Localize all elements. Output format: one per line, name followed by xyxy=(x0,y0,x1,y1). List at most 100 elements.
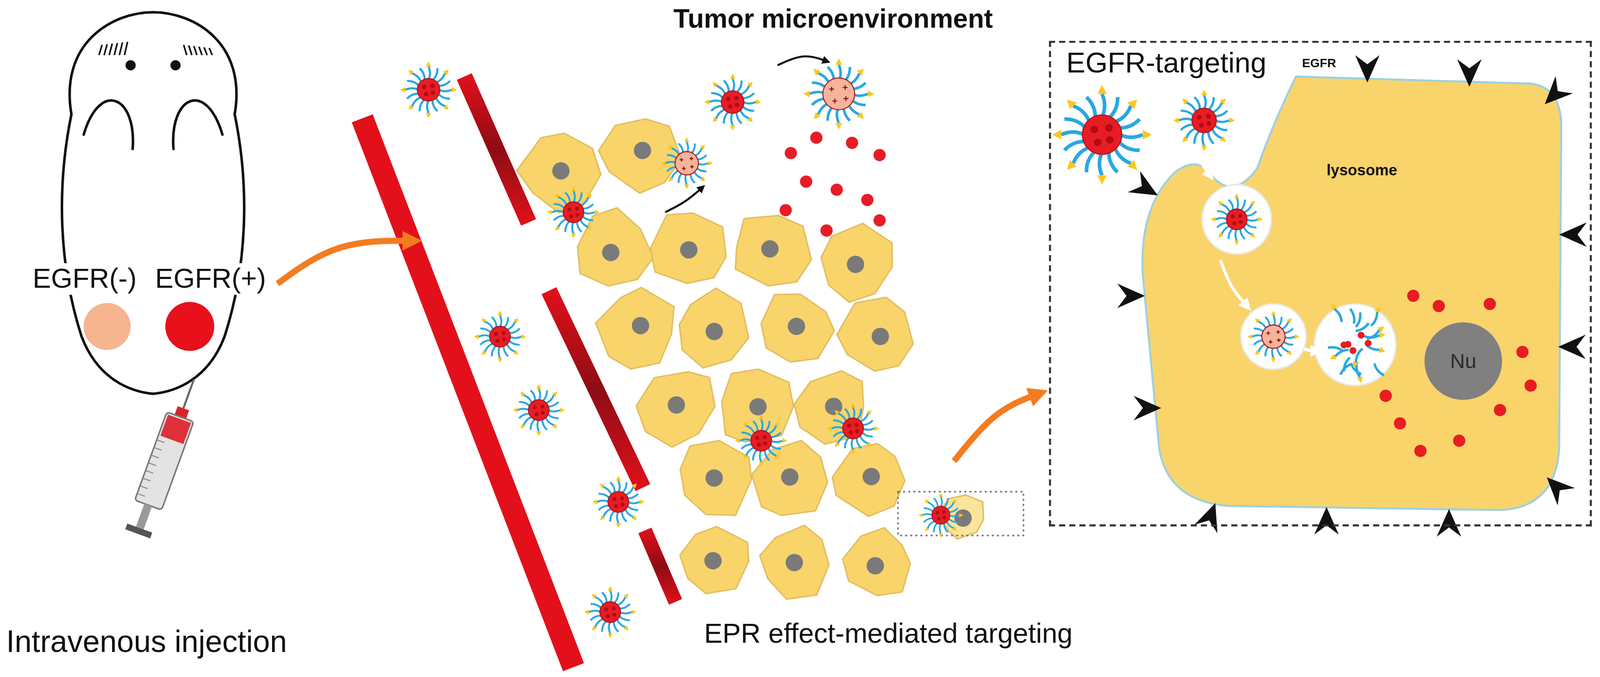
peg-chain xyxy=(613,592,619,604)
peg-chain xyxy=(923,508,934,513)
targeting-ligand xyxy=(1219,98,1227,105)
drug-dot xyxy=(762,435,767,440)
targeting-ligand xyxy=(570,186,576,192)
peg-chain xyxy=(927,521,936,529)
targeting-ligand xyxy=(866,409,872,416)
drug-dot xyxy=(1493,404,1506,417)
syringe-scale xyxy=(140,486,148,489)
tumor-cell xyxy=(842,527,911,596)
peg-chain xyxy=(1334,308,1342,323)
peg-chain xyxy=(558,218,567,228)
mouse-outline xyxy=(83,100,133,149)
charge-mark xyxy=(690,164,694,169)
drug-dot xyxy=(937,517,941,521)
drug-dot xyxy=(1453,434,1466,447)
particle-core xyxy=(721,90,744,114)
targeting-ligand xyxy=(497,310,503,316)
targeting-ligand xyxy=(551,391,558,398)
peg-chain xyxy=(1214,110,1228,117)
drug-dot xyxy=(935,511,940,515)
peg-chain xyxy=(861,420,873,425)
tumor-cell xyxy=(516,133,601,213)
cell-nucleus xyxy=(954,509,972,527)
targeting-ligand xyxy=(813,112,821,120)
targeting-ligand xyxy=(952,499,957,504)
targeting-ligand xyxy=(631,515,638,521)
orange-arrow xyxy=(277,240,413,284)
peg-chain xyxy=(933,522,938,533)
targeting-ligand xyxy=(1270,310,1276,316)
peg-chain xyxy=(1228,199,1234,211)
tumor-cell xyxy=(679,526,749,595)
targeting-ligand xyxy=(1097,175,1107,185)
peg-chain xyxy=(608,621,610,634)
targeting-ligand xyxy=(570,233,576,239)
targeting-ligand xyxy=(536,431,541,437)
peg-chain xyxy=(711,105,723,111)
targeting-ligand xyxy=(1127,99,1138,110)
blood-vessel xyxy=(351,73,683,672)
targeting-ligand xyxy=(513,318,519,324)
targeting-ligand xyxy=(595,209,600,215)
targeting-ligand xyxy=(408,104,415,110)
peg-chain xyxy=(438,93,450,99)
targeting-ligand xyxy=(850,449,856,455)
peg-chain xyxy=(723,111,729,124)
peg-chain xyxy=(624,508,634,518)
cell-nucleus xyxy=(824,397,842,415)
peg-chain xyxy=(1208,130,1214,144)
receptor-label: EGFR xyxy=(1302,57,1336,72)
cell-nucleus xyxy=(862,468,880,486)
tumor-cell xyxy=(735,215,812,287)
targeting-ligand xyxy=(408,69,415,76)
peg-chain xyxy=(736,80,742,93)
tumor-label: EGFR(+) xyxy=(152,263,269,295)
peg-chain xyxy=(439,89,453,91)
particle-core xyxy=(1226,209,1248,230)
targeting-ligand xyxy=(742,422,748,428)
peg-chain xyxy=(746,425,755,435)
peg-chain xyxy=(1202,131,1205,146)
targeting-ligand xyxy=(425,112,432,119)
targeting-ligand xyxy=(1182,98,1189,105)
peg-chain xyxy=(838,413,847,422)
peg-chain xyxy=(1061,132,1085,135)
mouse-outline xyxy=(152,114,244,394)
mouse-eyebrow xyxy=(188,45,193,56)
targeting-ligand xyxy=(735,438,741,444)
nanoparticle xyxy=(1052,84,1152,185)
peg-chain xyxy=(627,501,640,504)
peg-chain xyxy=(602,620,607,632)
drug-dot xyxy=(540,404,545,409)
drug-dot xyxy=(493,332,498,337)
nanoparticle xyxy=(704,73,762,131)
tumor-cell xyxy=(679,288,749,368)
tumor-cell xyxy=(821,223,893,302)
peg-chain xyxy=(1245,211,1257,216)
peg-chain xyxy=(610,482,615,494)
drug-dot xyxy=(612,613,617,617)
peg-chain xyxy=(613,620,619,632)
targeting-ligand xyxy=(1331,303,1338,311)
syringe-scale xyxy=(142,478,151,481)
peg-chain xyxy=(1118,141,1140,151)
peg-chain xyxy=(769,444,781,449)
targeting-ligand xyxy=(1173,117,1180,124)
mouse-eyebrow xyxy=(104,44,108,56)
drug-dot xyxy=(534,412,539,417)
drug-dot xyxy=(1349,347,1357,355)
drug-dot xyxy=(784,146,798,160)
peg-chain xyxy=(553,203,565,209)
peg-chain xyxy=(1350,308,1355,324)
targeting-ligand xyxy=(599,515,606,521)
nucleus-label: Nu xyxy=(1450,349,1477,373)
cell-nucleus xyxy=(631,316,650,334)
targeting-ligand xyxy=(959,513,964,518)
panel-heading: EGFR-targeting xyxy=(1066,47,1267,80)
peg-chain xyxy=(616,597,626,606)
targeting-ligand xyxy=(782,438,788,444)
cell-nucleus xyxy=(680,241,698,259)
peg-chain xyxy=(582,203,594,209)
egfr-receptor xyxy=(1314,507,1339,535)
peg-chain xyxy=(933,498,938,508)
